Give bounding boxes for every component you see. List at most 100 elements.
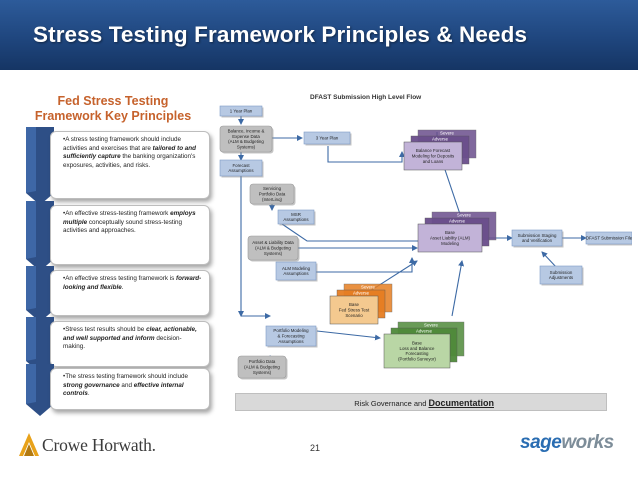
diagram-layer-label: Adverse — [416, 329, 433, 334]
dfast-submission-file-node: DFAST Submission File — [585, 231, 632, 246]
diagram-node-label: (ALM & Budgeting — [255, 246, 291, 251]
servicing-portfolio-node-box — [249, 183, 295, 205]
diagram-node-label: Scenario — [345, 313, 363, 318]
asset-liability-data-node-box — [247, 235, 299, 261]
principle-text-segment: •Stress test results should be — [63, 326, 147, 333]
diagram-node-label: Assumptions — [228, 168, 254, 173]
principle-chevron-icon — [24, 127, 62, 205]
submission-staging-node-box — [511, 229, 563, 247]
crowe-horwath-logo: Crowe Horwath. — [18, 432, 156, 458]
principle-text-segment: forward-looking and flexible — [63, 275, 202, 291]
diagram-node-label: and Verification — [522, 238, 553, 243]
diagram-node-label: Fed Stress Test — [339, 308, 370, 313]
diagram-node-label: Asset & Liability Data — [252, 240, 294, 245]
diagram-node-label: Loss and Balance — [400, 346, 435, 351]
diagram-node-label: (ALM & Budgeting — [228, 139, 264, 144]
loss-forecasting-stack-front — [383, 333, 451, 369]
principle-text-segment: decision-making. — [63, 334, 182, 351]
flow-connector — [541, 251, 558, 269]
principle-text-segment: strong governance — [63, 381, 120, 389]
diagram-node-label: Submission — [550, 270, 573, 275]
principle-card: •A stress testing framework should inclu… — [50, 131, 210, 199]
diagram-node-label: (Portfolio Surveyor) — [398, 357, 436, 362]
principle-text-segment: and — [119, 381, 134, 389]
diagram-node-label: Systems) — [237, 145, 256, 150]
diagram-node-label: & Forecasting — [277, 334, 305, 339]
dfast-submission-file-node-box — [585, 231, 632, 245]
principle-card: •An effective stress testing framework i… — [50, 270, 210, 316]
principle-text-segment: tailored to and sufficiently capture — [63, 144, 196, 161]
diagram-node-label: Portfolio Data — [249, 359, 276, 364]
governance-text: Risk Governance and Documentation — [236, 398, 606, 408]
sageworks-wordmark-part2: works — [561, 432, 614, 453]
diagram-node-label: Portfolio Data — [259, 192, 286, 197]
principle-text-segment: •The stress testing framework should inc… — [63, 373, 189, 380]
portfolio-data-node-box — [237, 355, 287, 379]
governance-prefix: Risk Governance and — [354, 399, 429, 408]
diagram-node-label: Assumptions — [283, 217, 309, 222]
diagram-node-label: Modeling for Deposits — [412, 154, 455, 159]
principle-text-segment: . — [87, 390, 90, 398]
diagram-node-label: Forecast — [232, 163, 250, 168]
diagram-node-label: Forecasting — [406, 351, 429, 356]
sageworks-logo: sageworks — [520, 432, 614, 454]
portfolio-modeling-node: Portfolio Modeling& ForecastingAssumptio… — [265, 325, 318, 348]
principle-text-segment: effective internal controls — [63, 381, 184, 398]
diagram-node-label: Expense Data — [232, 134, 260, 139]
diagram-node-label: Systems) — [264, 251, 283, 256]
one-year-plan-node-box — [219, 105, 263, 117]
one-year-plan-node: 1 Year Plan — [219, 105, 264, 118]
diagram-node-label: ALM Modeling — [282, 266, 311, 271]
diagram-node-label: Assumptions — [278, 339, 304, 344]
submission-adjustments-node-box — [539, 265, 583, 285]
principle-card: •Stress test results should be clear, ac… — [50, 321, 210, 367]
diagram-node-label: Portfolio Modeling — [273, 328, 309, 333]
msr-assumptions-node-box — [277, 209, 315, 225]
diagram-layer-label: Severe — [361, 285, 375, 290]
diagram-node-label: (ALM & Budgeting — [244, 365, 280, 370]
asset-liability-data-node: Asset & Liability Data(ALM & BudgetingSy… — [247, 235, 300, 262]
forecast-assumptions-node-box — [219, 159, 263, 177]
balance-income-node-box — [219, 125, 273, 153]
fed-stress-test-stack-front — [329, 295, 379, 325]
diagram-node-label: Servicing — [263, 186, 282, 191]
diagram-layer-label: Adverse — [432, 137, 449, 142]
diagram-node-label: and Loans — [423, 159, 444, 164]
principle-card: •The stress testing framework should inc… — [50, 368, 210, 410]
principle-text-segment: •An effective stress-testing framework — [63, 210, 171, 217]
diagram-layer-label: Severe — [457, 213, 471, 218]
alm-modeling-stack-front — [417, 223, 483, 253]
diagram-node-label: Submission Staging — [518, 233, 557, 238]
diagram-node-label: DFAST Submission File — [586, 236, 632, 241]
diagram-node-label: Base — [349, 302, 360, 307]
diagram-node-label: Base — [412, 340, 423, 345]
principle-chevron-icon — [24, 266, 62, 322]
principle-text-segment: employs multiple — [63, 210, 196, 226]
diagram-node-label: 3 Year Plan — [316, 136, 339, 141]
governance-emphasis: Documentation — [428, 398, 494, 408]
diagram-title: DFAST Submission High Level Flow — [310, 94, 422, 101]
principles-heading: Fed Stress Testing Framework Key Princip… — [24, 94, 202, 124]
principle-chevron-icon — [24, 201, 62, 271]
diagram-node-label: Balance, Income & — [228, 128, 265, 133]
three-year-plan-node-box — [303, 131, 351, 145]
diagram-node-label: Modeling — [441, 241, 459, 246]
balance-forecast-stack-front — [403, 141, 463, 171]
page-number: 21 — [310, 443, 321, 453]
principle-text-segment: the banking organization's exposures, ac… — [63, 153, 196, 169]
flow-connector — [281, 223, 425, 242]
flow-connector — [451, 260, 465, 317]
balance-income-node: Balance, Income &Expense Data(ALM & Budg… — [219, 125, 274, 154]
diagram-node-label: Asset Liability (ALM) — [430, 236, 471, 241]
principle-card: •An effective stress-testing framework e… — [50, 205, 210, 265]
sageworks-wordmark-part1: sage — [520, 432, 562, 453]
principle-text-segment: •An effective stress testing framework i… — [63, 275, 177, 282]
